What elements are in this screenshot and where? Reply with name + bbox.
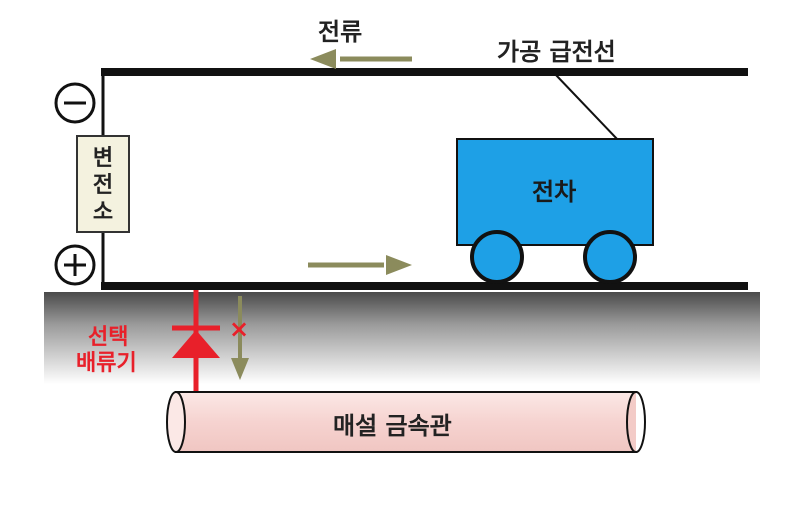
ground-surface bbox=[44, 292, 760, 384]
minus-icon bbox=[54, 82, 96, 124]
diode-icon bbox=[172, 325, 220, 358]
plus-icon bbox=[54, 244, 96, 286]
current-label: 전류 bbox=[318, 18, 363, 46]
tram-car-label: 전차 bbox=[532, 178, 577, 206]
drainage-label-line1: 선택 bbox=[88, 325, 129, 350]
current-arrow-left bbox=[310, 49, 412, 69]
current-arrow-right bbox=[308, 255, 412, 275]
buried-pipe-label: 매설 금속관 bbox=[333, 412, 452, 440]
tram-wheel-right bbox=[583, 230, 637, 284]
buried-pipe bbox=[166, 391, 646, 453]
tram-car-body bbox=[456, 138, 654, 246]
drainage-label-line2: 배류기 bbox=[76, 351, 137, 376]
tram-wheel-left bbox=[470, 230, 524, 284]
overhead-line-label: 가공 급전선 bbox=[497, 38, 616, 66]
overhead-line-leader bbox=[554, 73, 619, 141]
blocked-mark: × bbox=[229, 315, 250, 343]
blocked-current-arrow bbox=[231, 296, 249, 380]
